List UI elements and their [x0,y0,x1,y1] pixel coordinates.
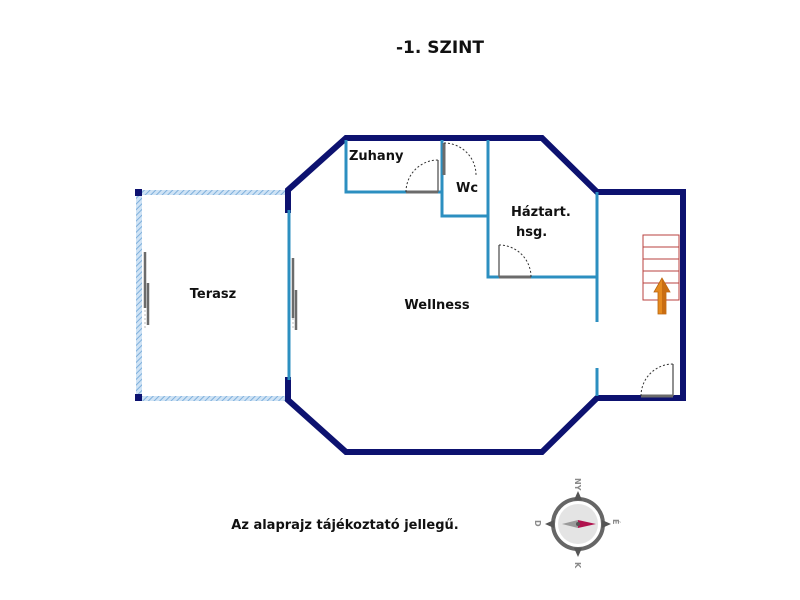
room-label-wc: Wc [456,181,478,196]
compass-west-label: D [533,520,542,527]
stair-arrow-icon [653,277,671,315]
terrace-wall-left [136,192,142,399]
terrace [135,189,288,401]
zuhany-walls [344,140,444,194]
wellness-sliding-door [291,258,298,330]
wc-walls [440,140,490,218]
room-label-wellness: Wellness [404,298,469,313]
door-entrance [640,363,674,398]
door-wc [442,142,477,176]
terrace-wall-top [139,190,288,195]
haztart-walls [486,192,599,279]
compass-icon: NY É K D [533,478,622,569]
outer-walls [285,135,686,455]
compass-east-label: É [611,519,622,524]
inner-walls [344,140,599,396]
compass-needle-west [562,520,578,528]
compass-south-label: K [573,562,582,569]
terrace-sliding-door [143,252,150,330]
room-label-haztart: Háztart. [511,205,571,220]
terrace-wall-bottom [139,396,288,401]
door-zuhany [405,159,439,194]
terrace-corner-bl [135,394,142,401]
page-title: -1. SZINT [396,38,484,58]
compass-north-label: NY [573,478,582,491]
room-label-zuhany: Zuhany [349,149,404,164]
terrace-corner-tl [135,189,142,196]
door-haztart [498,244,532,279]
room-label-terasz: Terasz [190,287,236,302]
outer-wall-main [285,135,686,455]
disclaimer-text: Az alaprajz tájékoztató jellegű. [231,518,458,533]
compass-needle-east [578,520,596,528]
room-label-haztart-2: hsg. [516,225,547,240]
